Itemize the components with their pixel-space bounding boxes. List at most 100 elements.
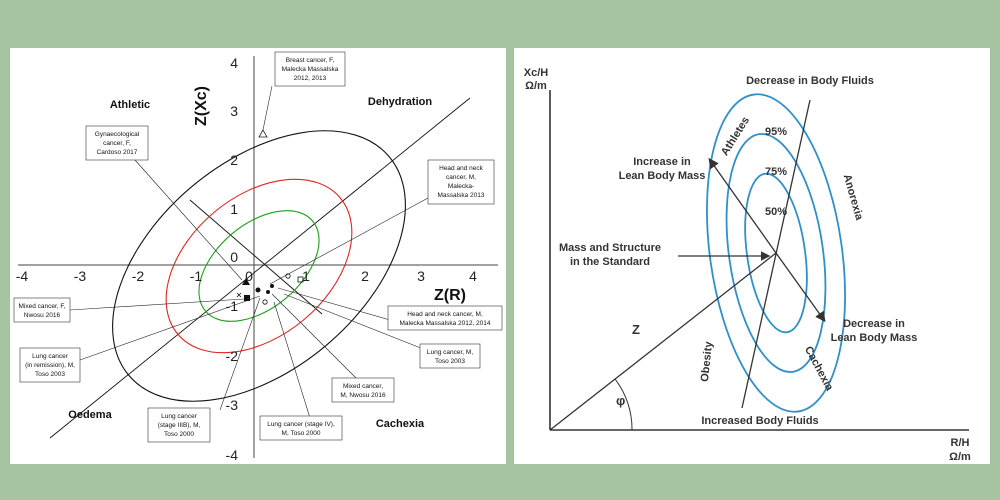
y-tick: -3 <box>226 397 239 413</box>
y-axis-label-top: Xc/H <box>524 67 549 79</box>
svg-text:Cardoso 2017: Cardoso 2017 <box>97 149 138 156</box>
svg-text:Mixed cancer, F,: Mixed cancer, F, <box>19 303 66 310</box>
impedance-vector <box>549 252 777 431</box>
marker-lung-iiib <box>236 292 242 298</box>
svg-text:Malecka Massalska 2012, 2014: Malecka Massalska 2012, 2014 <box>399 320 490 327</box>
svg-text:Nwosu 2016: Nwosu 2016 <box>24 312 61 319</box>
callout-breast: Breast cancer, F, Malecka Massalska 2012… <box>274 51 346 87</box>
svg-text:Head and neck: Head and neck <box>439 165 483 172</box>
callout-lung-remission: Lung cancer (in remission), M, Toso 2003 <box>19 347 81 383</box>
marker-headneck-f <box>285 273 291 279</box>
label-decrease-fluids: Decrease in Body Fluids <box>746 75 874 87</box>
ellipse-75 <box>165 178 353 354</box>
x-tick: -2 <box>132 268 145 284</box>
marker-headneck-m <box>297 276 304 283</box>
x-tick: 2 <box>361 268 369 284</box>
svg-text:Malecka Massalska: Malecka Massalska <box>282 66 339 73</box>
y-axis-label-unit: Ω/m <box>525 80 547 92</box>
svg-text:Malecka-: Malecka- <box>448 183 474 190</box>
svg-text:Gynaecological: Gynaecological <box>95 131 140 138</box>
x-tick: 1 <box>302 268 310 284</box>
marker-lung-iv <box>262 299 268 305</box>
leader-lines <box>69 85 437 419</box>
x-tick: -3 <box>74 268 87 284</box>
rxc-graph-panel: Xc/H Ω/m R/H Ω/m Z φ Decrease in Body Fl… <box>514 48 990 464</box>
y-tick: 4 <box>230 55 238 71</box>
region-oedema: Oedema <box>68 409 112 421</box>
svg-text:Lung cancer: Lung cancer <box>161 413 198 420</box>
label-obesity: Obesity <box>699 340 715 382</box>
svg-text:2012, 2013: 2012, 2013 <box>294 75 327 82</box>
svg-text:M, Nwosu 2016: M, Nwosu 2016 <box>340 392 386 399</box>
y-tick: -2 <box>226 348 239 364</box>
x-axis-label-unit: Ω/m <box>949 451 971 463</box>
label-increase-lbm-2: Lean Body Mass <box>619 170 706 182</box>
region-dehydration: Dehydration <box>368 96 432 108</box>
callout-lung-m: Lung cancer, M, Toso 2003 <box>419 343 481 369</box>
x-tick: 4 <box>469 268 477 284</box>
svg-text:Toso 2000: Toso 2000 <box>164 431 194 438</box>
svg-text:Head and neck cancer, M,: Head and neck cancer, M, <box>407 311 483 318</box>
marker-lung-remission <box>255 287 261 293</box>
label-95: 95% <box>765 126 787 138</box>
y-tick: -4 <box>226 447 239 463</box>
callout-headneck-m: Head and neck cancer, M, Malecka Massals… <box>387 305 503 331</box>
x-tick: -1 <box>190 268 203 284</box>
label-cachexia: Cachexia <box>802 344 836 393</box>
svg-text:Mixed cancer,: Mixed cancer, <box>343 383 383 390</box>
x-axis-title: Z(R) <box>434 287 466 304</box>
marker-gyn <box>242 278 250 285</box>
ellipse-95 <box>112 130 406 402</box>
ellipse-50 <box>744 172 808 334</box>
y-tick: 2 <box>230 152 238 168</box>
callout-mixed-f: Mixed cancer, F, Nwosu 2016 <box>13 297 71 323</box>
svg-text:Lung cancer, M,: Lung cancer, M, <box>427 349 473 356</box>
rxc-graph: Xc/H Ω/m R/H Ω/m Z φ Decrease in Body Fl… <box>524 67 971 463</box>
zscore-graph: -4 -3 -2 -1 0 1 2 3 4 4 3 2 1 0 -1 -2 -3… <box>13 51 503 463</box>
minor-axis-line <box>189 199 323 315</box>
svg-text:cancer, F,: cancer, F, <box>103 140 131 147</box>
increase-lbm-arrow <box>708 157 777 254</box>
y-axis-title: Z(Xc) <box>193 86 210 126</box>
svg-text:Toso 2003: Toso 2003 <box>35 371 65 378</box>
svg-text:M, Toso 2000: M, Toso 2000 <box>282 430 321 437</box>
x-tick: 3 <box>417 268 425 284</box>
label-increase-lbm-1: Increase in <box>633 156 691 168</box>
marker-mixed-m <box>266 290 270 294</box>
label-mass-structure-2: in the Standard <box>570 256 650 268</box>
marker-breast <box>258 129 268 138</box>
ellipse-95 <box>706 93 846 413</box>
svg-text:Breast cancer, F,: Breast cancer, F, <box>286 57 335 64</box>
region-cachexia: Cachexia <box>376 418 425 430</box>
label-75: 75% <box>765 166 787 178</box>
callout-gyn: Gynaecological cancer, F, Cardoso 2017 <box>85 125 149 161</box>
x-tick: 0 <box>245 268 253 284</box>
label-mass-structure-1: Mass and Structure <box>559 242 661 254</box>
y-tick: 1 <box>230 201 238 217</box>
marker-lung-m <box>270 284 274 288</box>
label-50: 50% <box>765 206 787 218</box>
y-tick: 0 <box>230 249 238 265</box>
callout-lung-iv: Lung cancer (stage IV), M, Toso 2000 <box>259 415 343 441</box>
svg-text:Toso 2003: Toso 2003 <box>435 358 465 365</box>
ellipse-50 <box>198 210 320 322</box>
svg-text:Massalska 2013: Massalska 2013 <box>438 192 485 199</box>
major-axis-line <box>49 97 471 439</box>
label-anorexia: Anorexia <box>841 173 866 222</box>
label-increased-fluids: Increased Body Fluids <box>701 415 818 427</box>
svg-text:(stage IIIB), M,: (stage IIIB), M, <box>158 422 201 429</box>
label-decrease-lbm-1: Decrease in <box>843 318 905 330</box>
svg-text:cancer, M,: cancer, M, <box>446 174 476 181</box>
svg-text:Lung cancer: Lung cancer <box>32 353 69 360</box>
data-markers <box>236 129 304 305</box>
callout-headneck-f: Head and neck cancer, M, Malecka- Massal… <box>427 159 495 205</box>
x-tick: -4 <box>16 268 29 284</box>
phi-label: φ <box>616 393 625 408</box>
zscore-graph-panel: -4 -3 -2 -1 0 1 2 3 4 4 3 2 1 0 -1 -2 -3… <box>10 48 506 464</box>
z-label: Z <box>632 322 640 337</box>
y-tick: 3 <box>230 103 238 119</box>
decrease-lbm-arrow <box>775 252 826 323</box>
callout-lung-iiib: Lung cancer (stage IIIB), M, Toso 2000 <box>147 407 211 443</box>
marker-mixed-f <box>244 295 250 301</box>
callout-mixed-m: Mixed cancer, M, Nwosu 2016 <box>331 377 395 403</box>
